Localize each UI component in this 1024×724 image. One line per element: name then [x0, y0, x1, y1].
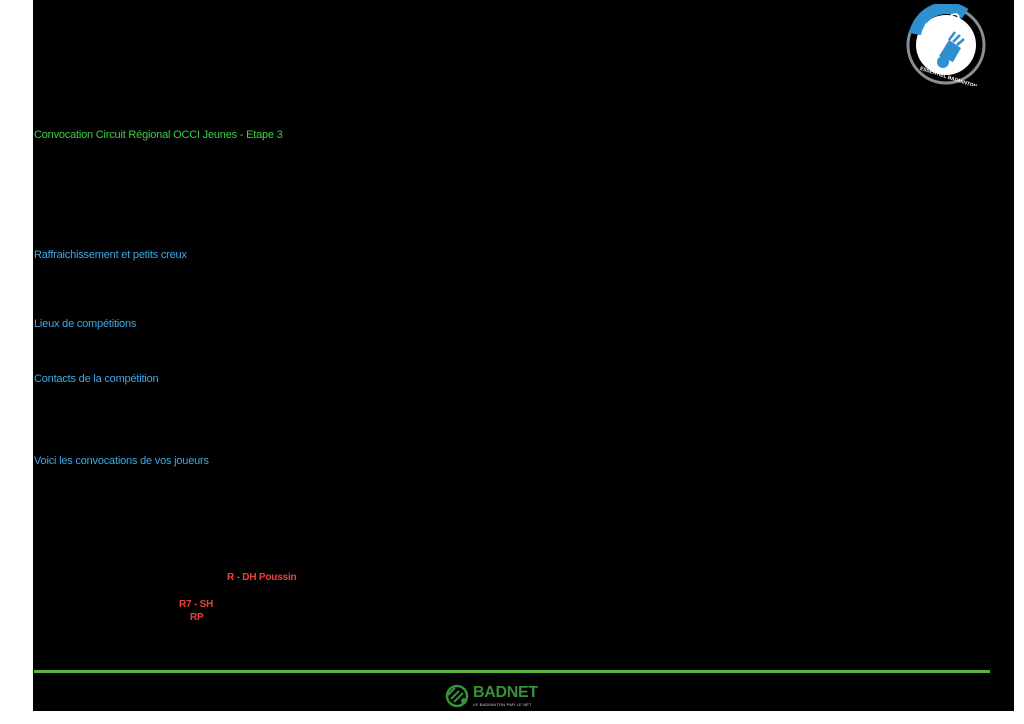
shuttlecock-icon — [937, 31, 965, 68]
section-refreshments-heading: Raffraichissement et petits creux — [34, 249, 187, 261]
badnet-logo: BADNET LE BADMINTON PAR LE NET — [445, 684, 555, 710]
section-venues-heading: Lieux de compétitions — [34, 318, 137, 330]
badnet-shuttle-icon — [445, 684, 469, 708]
document-page: EBAD ESSENTIEL BADMINTON Convocation Cir… — [33, 0, 1014, 711]
badnet-name: BADNET — [473, 684, 538, 701]
footer-divider — [34, 670, 990, 673]
ebad-logo: EBAD ESSENTIEL BADMINTON — [905, 2, 987, 90]
badnet-tagline: LE BADMINTON PAR LE NET — [473, 702, 532, 707]
section-contacts-heading: Contacts de la compétition — [34, 373, 159, 385]
player-entry: R7 - SH — [179, 599, 214, 610]
section-convocations-heading: Voici les convocations de vos joueurs — [34, 455, 209, 467]
document-title: Convocation Circuit Régional OCCI Jeunes… — [34, 129, 283, 141]
player-entry: RP — [190, 612, 204, 623]
player-entry: R - DH Poussin — [227, 572, 297, 583]
ebad-emblem: EBAD ESSENTIEL BADMINTON — [906, 2, 986, 90]
